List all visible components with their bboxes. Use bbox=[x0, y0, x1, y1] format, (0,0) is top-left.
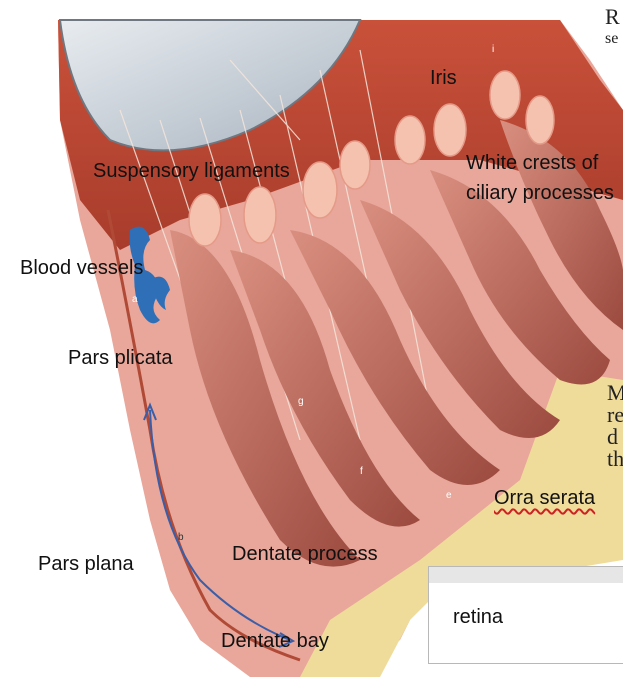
label-iris: Iris bbox=[430, 67, 457, 89]
letter-b: b bbox=[178, 532, 184, 543]
label-pars-plicata: Pars plicata bbox=[68, 347, 173, 369]
retina-textbox[interactable]: retina bbox=[428, 566, 623, 664]
book-text-top: R se bbox=[605, 6, 620, 50]
textbox-handle-bar[interactable] bbox=[429, 567, 623, 583]
label-pars-plana: Pars plana bbox=[38, 553, 134, 575]
book-text-top-line2: se bbox=[605, 30, 619, 47]
book-text-middle-line1: M bbox=[607, 380, 623, 405]
label-retina: retina bbox=[453, 606, 504, 628]
letter-i: i bbox=[492, 44, 494, 55]
label-orra-serata: Orra serata bbox=[494, 487, 596, 509]
label-suspensory-ligaments: Suspensory ligaments bbox=[93, 160, 290, 182]
book-text-middle-line3: d bbox=[607, 424, 618, 449]
label-dentate-process: Dentate process bbox=[232, 543, 378, 565]
sclera-edge bbox=[106, 209, 301, 662]
letter-a: a bbox=[132, 294, 138, 305]
book-text-middle-line2: re bbox=[607, 402, 623, 427]
book-text-middle: M re d th bbox=[607, 382, 623, 470]
label-white-crests: White crests of ciliary processes bbox=[466, 148, 623, 208]
label-dentate-bay: Dentate bay bbox=[221, 630, 329, 652]
retina-region bbox=[300, 370, 623, 677]
letter-e: e bbox=[446, 490, 452, 501]
letter-g: g bbox=[298, 396, 304, 407]
label-white-crests-text: White crests of ciliary processes bbox=[466, 152, 614, 204]
pars-plana-arrow bbox=[143, 402, 296, 648]
lens bbox=[58, 19, 362, 152]
white-crests bbox=[188, 70, 555, 247]
book-text-middle-line4: th bbox=[607, 446, 623, 471]
book-text-top-line1: R bbox=[605, 4, 620, 29]
blood-vessels bbox=[129, 226, 170, 324]
label-blood-vessels: Blood vessels bbox=[20, 257, 144, 279]
dentate-processes bbox=[170, 120, 623, 567]
letter-f: f bbox=[360, 466, 363, 477]
